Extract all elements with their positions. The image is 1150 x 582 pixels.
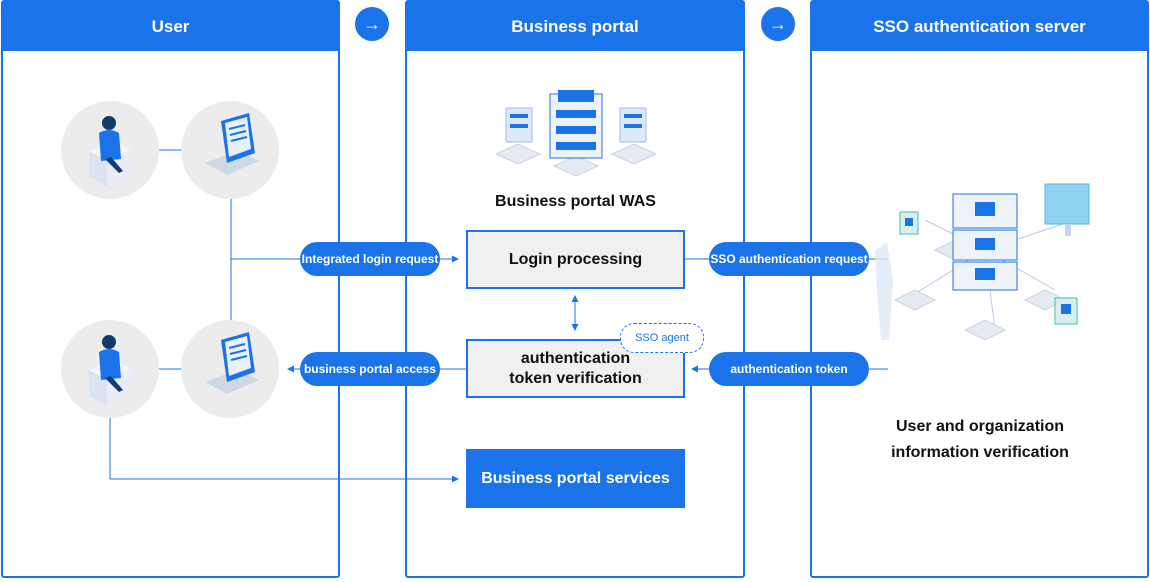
laptop-circle-bottom	[181, 320, 279, 418]
server-network-icon	[875, 183, 1090, 341]
portal-services-box: Business portal services	[466, 449, 685, 508]
person-at-desk-icon	[89, 335, 131, 406]
laptop-icon	[205, 332, 259, 394]
sso-caption: User and organization information verifi…	[860, 414, 1100, 466]
flow-arrow-2: →	[761, 7, 795, 41]
login-processing-box: Login processing	[466, 230, 685, 289]
user-column-title: User	[3, 2, 338, 51]
sso-column-title: SSO authentication server	[812, 2, 1147, 51]
flow-arrow-1: →	[355, 7, 389, 41]
token-verification-line-2: token verification	[509, 369, 642, 387]
sso-request-pill: SSO authentication request	[709, 242, 869, 276]
portal-access-pill: business portal access	[300, 352, 440, 386]
integrated-login-request-pill: Integrated login request	[300, 242, 440, 276]
user-column: User	[1, 0, 340, 578]
laptop-icon	[205, 113, 259, 175]
auth-token-pill: authentication token	[709, 352, 869, 386]
token-verification-line-1: authentication	[520, 349, 631, 367]
sso-caption-line-1: User and organization	[895, 418, 1065, 435]
user-circle-bottom	[61, 320, 159, 418]
laptop-circle-top	[181, 101, 279, 199]
server-stack-icon	[494, 90, 658, 177]
sso-caption-line-2: information verification	[891, 444, 1069, 461]
person-at-desk-icon	[89, 116, 131, 187]
sso-agent-tag: SSO agent	[620, 323, 704, 353]
was-label: Business portal WAS	[495, 193, 656, 210]
user-circle-top	[61, 101, 159, 199]
portal-column-title: Business portal	[407, 2, 743, 51]
